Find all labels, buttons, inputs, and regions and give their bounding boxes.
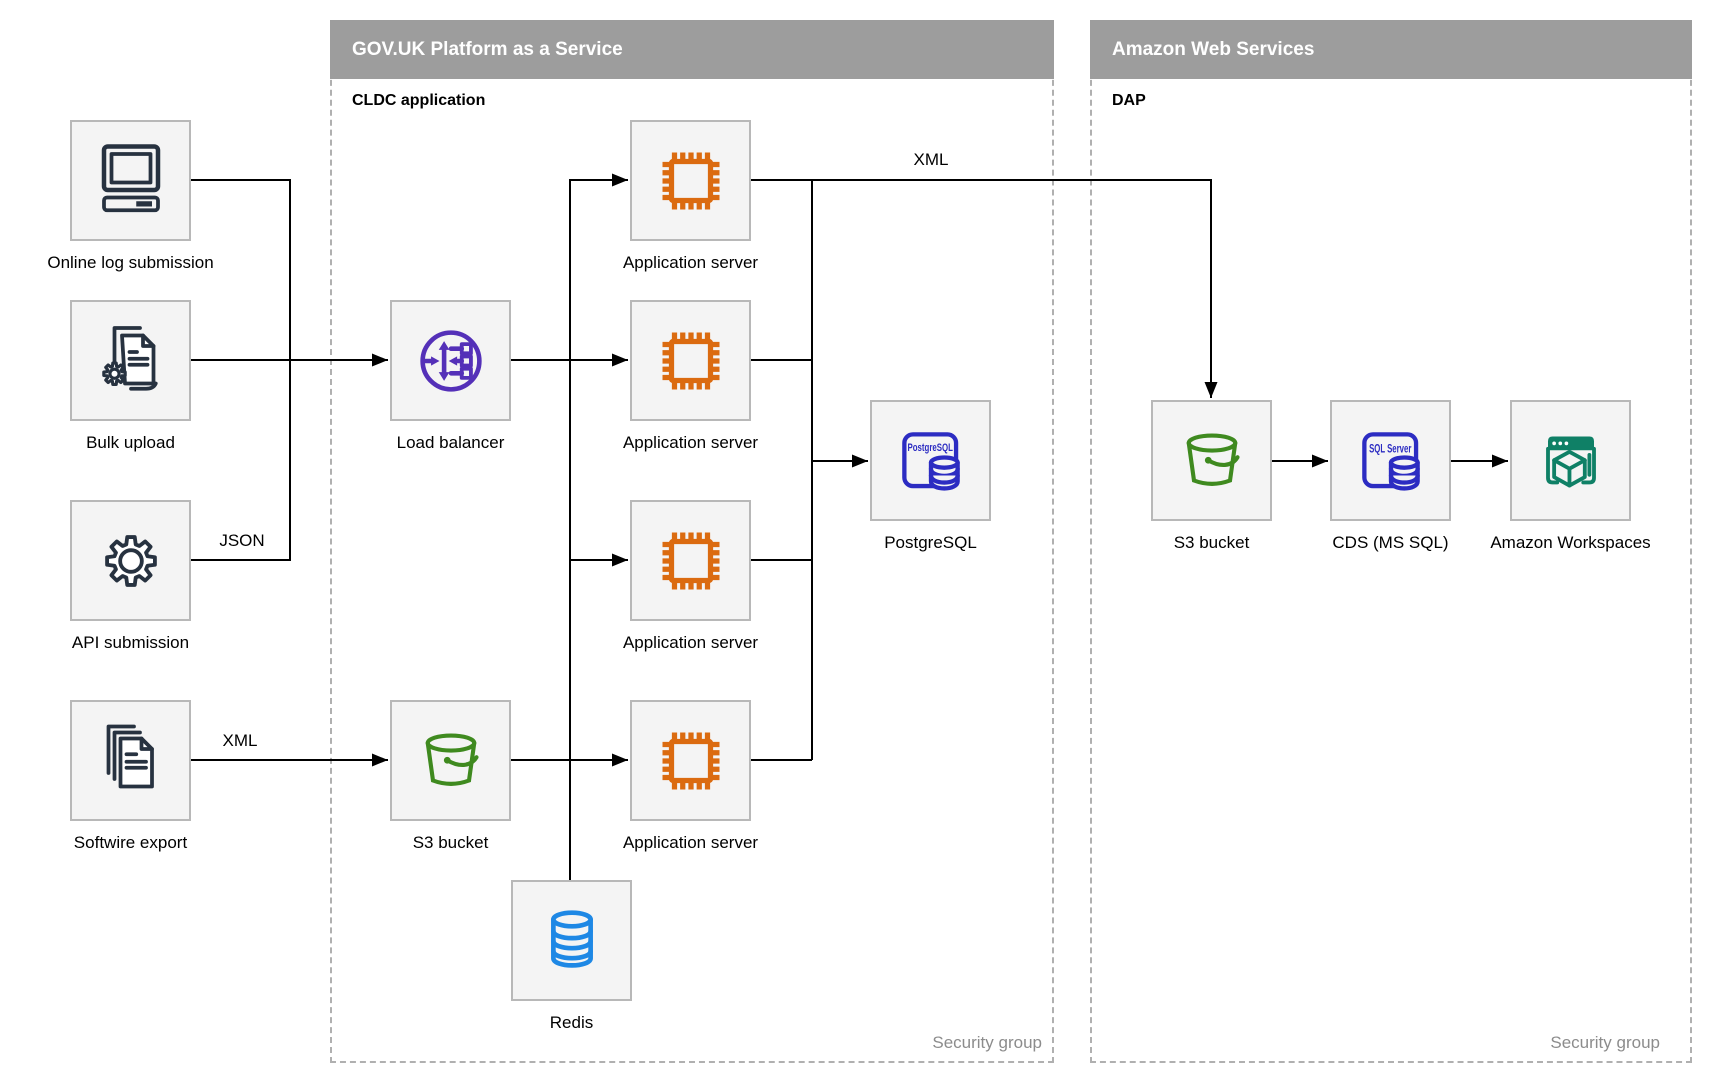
load-balancer-icon <box>419 329 482 392</box>
node-label: Application server <box>622 833 759 852</box>
node-box <box>511 880 632 1001</box>
s3-bucket-icon <box>425 732 479 786</box>
aws-security-group-label: Security group <box>1550 1033 1660 1052</box>
node-bulk-upload: Bulk upload <box>70 300 191 452</box>
json-edge-label: JSON <box>219 531 265 550</box>
node-application-server-3: Application server <box>623 500 758 652</box>
node-box: PostgreSQL <box>870 400 991 521</box>
chip-icon <box>662 152 719 209</box>
document-gear-icon <box>101 325 158 391</box>
node-box <box>390 300 511 421</box>
aws-header: Amazon Web Services <box>1090 20 1692 79</box>
edge-bus-to-appserver1-and-redis <box>569 173 628 880</box>
node-box <box>70 120 191 241</box>
node-application-server-4: Application server <box>623 700 758 852</box>
node-box <box>70 500 191 621</box>
node-box <box>630 500 751 621</box>
paas-title: GOV.UK Platform as a Service <box>352 38 623 60</box>
sql-server-icon: SQL Server <box>1361 431 1420 491</box>
node-label: Bulk upload <box>86 433 175 452</box>
computer-icon <box>101 143 160 212</box>
node-box: SQL Server <box>1330 400 1451 521</box>
documents-stack-icon <box>106 724 154 788</box>
node-label: Application server <box>622 253 759 272</box>
node-label: Redis <box>549 1013 594 1032</box>
postgresql-icon: PostgreSQL <box>901 431 960 491</box>
redis-database-icon <box>550 909 593 968</box>
xml-softwire-edge-label: XML <box>222 731 258 750</box>
node-label: PostgreSQL <box>884 533 977 552</box>
node-softwire-export: Softwire export <box>70 700 191 852</box>
node-redis: Redis <box>511 880 632 1032</box>
edge-appserver1-to-aws-s3 <box>751 179 1218 398</box>
chip-icon <box>662 732 719 789</box>
node-box <box>70 700 191 821</box>
node-postgresql: PostgreSQL PostgreSQL <box>870 400 991 552</box>
edge-sources-merge <box>191 179 291 561</box>
node-label: Application server <box>622 433 759 452</box>
node-box <box>1510 400 1631 521</box>
node-label: Softwire export <box>73 833 188 852</box>
node-application-server-1: Application server <box>623 120 758 272</box>
node-box <box>630 120 751 241</box>
node-label: S3 bucket <box>412 833 489 852</box>
node-label: CDS (MS SQL) <box>1332 533 1449 552</box>
node-label: Online log submission <box>47 253 214 272</box>
node-label: Amazon Workspaces <box>1490 533 1651 552</box>
sql-server-icon-text: SQL Server <box>1369 442 1412 455</box>
aws-container: Amazon Web Services DAP Security group <box>1090 20 1692 1063</box>
xml-aws-edge-label: XML <box>913 150 949 169</box>
node-box <box>390 700 511 821</box>
chip-icon <box>662 532 719 589</box>
paas-sublabel: CLDC application <box>352 92 486 109</box>
paas-header: GOV.UK Platform as a Service <box>330 20 1054 79</box>
node-label: API submission <box>71 633 190 652</box>
aws-sublabel: DAP <box>1112 92 1146 109</box>
gear-icon <box>104 534 157 587</box>
node-box <box>630 300 751 421</box>
node-box <box>630 700 751 821</box>
node-label: Application server <box>622 633 759 652</box>
node-label: S3 bucket <box>1173 533 1250 552</box>
node-s3-bucket-aws: S3 bucket <box>1151 400 1272 552</box>
chip-icon <box>662 332 719 389</box>
workspaces-icon <box>1545 435 1596 487</box>
s3-bucket-icon <box>1186 432 1240 486</box>
aws-title: Amazon Web Services <box>1112 38 1315 60</box>
paas-security-group-label: Security group <box>932 1033 1042 1052</box>
node-online-log-submission: Online log submission <box>47 120 214 272</box>
paas-container: GOV.UK Platform as a Service CLDC applic… <box>330 20 1054 1063</box>
node-box <box>1151 400 1272 521</box>
node-application-server-2: Application server <box>623 300 758 452</box>
node-s3-bucket-paas: S3 bucket <box>390 700 511 852</box>
node-box <box>70 300 191 421</box>
postgresql-icon-text: PostgreSQL <box>907 441 953 453</box>
node-cds-mssql: SQL Server CDS (MS SQL) <box>1330 400 1451 552</box>
node-load-balancer: Load balancer <box>390 300 511 452</box>
node-api-submission: API submission <box>70 500 191 652</box>
node-label: Load balancer <box>396 433 505 452</box>
node-amazon-workspaces: Amazon Workspaces <box>1490 400 1651 552</box>
